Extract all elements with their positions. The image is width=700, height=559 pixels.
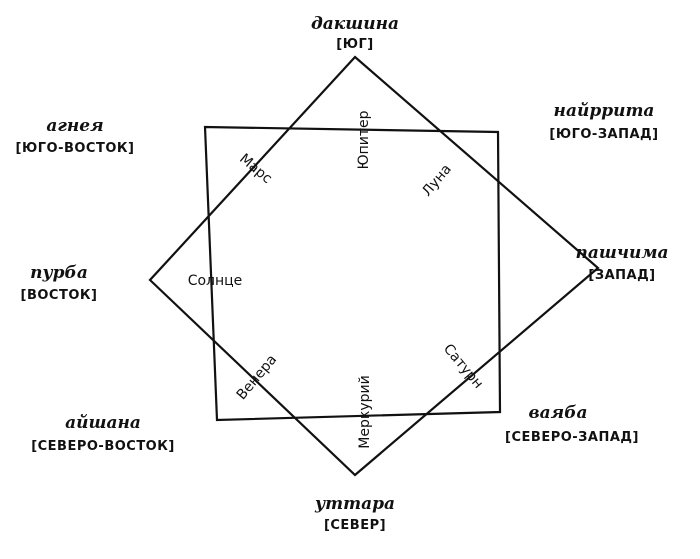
direction-northwest: ваяба [СЕВЕРО-ЗАПАД] [505, 403, 639, 445]
planet-mars: Марс [236, 151, 275, 187]
direction-south-label: [ЮГ] [336, 37, 373, 52]
direction-north-name: уттара [314, 494, 395, 514]
direction-north-label: [СЕВЕР] [324, 518, 386, 533]
direction-southeast-name: агнея [46, 116, 103, 136]
direction-southwest-label: [ЮГО-ЗАПАД] [549, 127, 658, 142]
direction-south: дакшина [ЮГ] [311, 14, 399, 52]
direction-northwest-label: [СЕВЕРО-ЗАПАД] [505, 430, 639, 445]
direction-west: пашчима [ЗАПАД] [575, 243, 668, 283]
direction-northeast-label: [СЕВЕРО-ВОСТОК] [31, 439, 175, 454]
direction-southeast: агнея [ЮГО-ВОСТОК] [16, 116, 135, 156]
planet-moon: Луна [419, 161, 455, 199]
direction-north: уттара [СЕВЕР] [314, 494, 395, 533]
direction-west-label: [ЗАПАД] [588, 268, 655, 283]
direction-east-name: пурба [30, 263, 88, 283]
direction-west-name: пашчима [575, 243, 668, 263]
direction-southwest: найррита [ЮГО-ЗАПАД] [549, 101, 658, 142]
star-square-diagonal [203, 125, 502, 422]
direction-northeast-name: айшана [65, 413, 141, 433]
direction-southeast-label: [ЮГО-ВОСТОК] [16, 141, 135, 156]
planet-jupiter: Юпитер [356, 110, 372, 169]
planet-mercury: Меркурий [357, 375, 373, 448]
direction-east-label: [ВОСТОК] [21, 288, 98, 303]
direction-northwest-name: ваяба [528, 403, 587, 423]
planet-venus: Венера [234, 352, 281, 403]
direction-southwest-name: найррита [554, 101, 655, 121]
direction-northeast: айшана [СЕВЕРО-ВОСТОК] [31, 413, 175, 454]
direction-south-name: дакшина [311, 14, 399, 34]
planet-sun: Солнце [188, 273, 243, 289]
direction-east: пурба [ВОСТОК] [21, 263, 98, 303]
star-square-vertical [148, 55, 600, 477]
